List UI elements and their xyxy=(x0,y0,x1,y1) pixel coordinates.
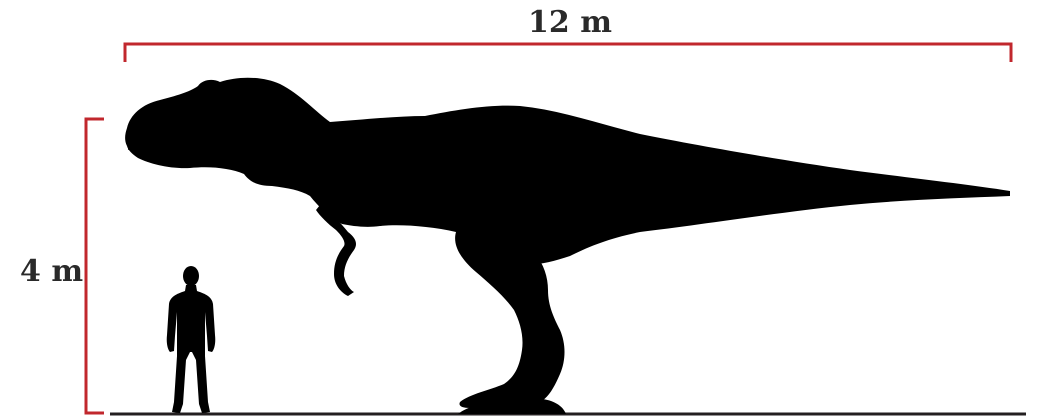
height-dimension-bracket xyxy=(86,119,104,413)
tyrannosaurus-silhouette xyxy=(125,78,1010,414)
length-dimension-label: 12 m xyxy=(528,8,612,38)
human-silhouette xyxy=(167,266,216,413)
length-dimension-bracket xyxy=(125,44,1011,62)
height-dimension-label: 4 m xyxy=(20,257,83,287)
